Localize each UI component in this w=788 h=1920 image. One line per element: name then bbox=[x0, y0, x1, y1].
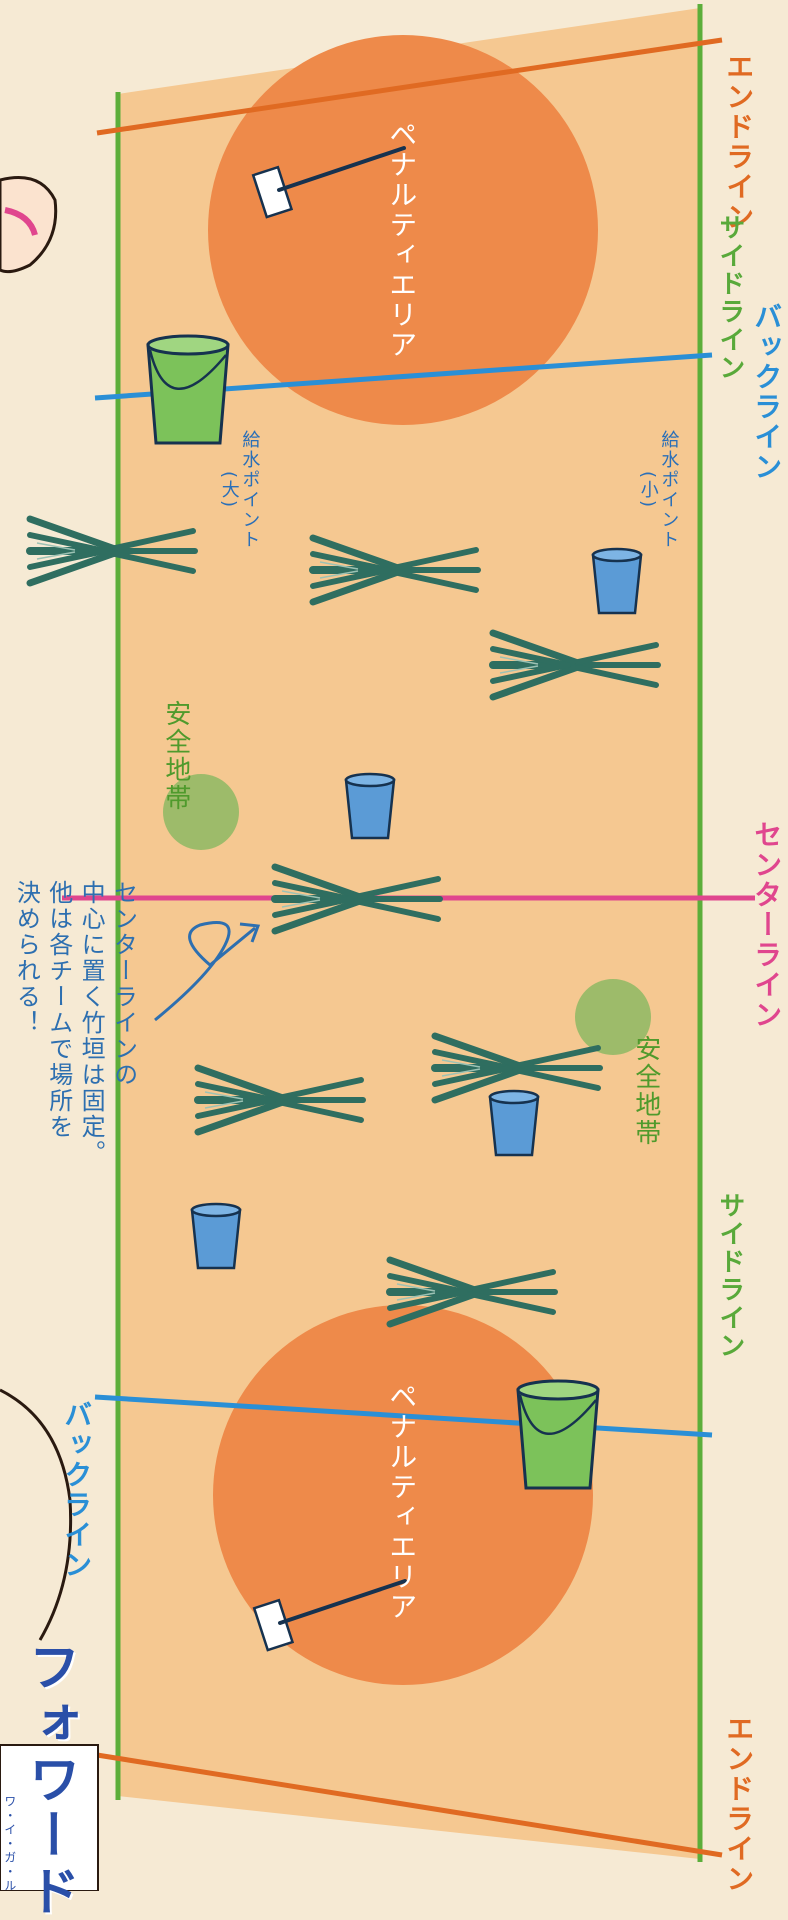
info-box bbox=[0, 1744, 99, 1891]
penalty-area-top bbox=[208, 35, 598, 425]
center-note: センターラインの 中心に置く竹垣は固定。 他は各チームで場所を 決められる！ bbox=[12, 880, 138, 1166]
safe-zone-left bbox=[163, 774, 239, 850]
water-point-small-label: 給水ポイント (小) bbox=[637, 430, 680, 550]
water-point-small-size: (小) bbox=[637, 470, 659, 510]
forward-title: フォワード bbox=[18, 1640, 79, 1920]
safe-zone-label-right: 安全地帯 bbox=[630, 1035, 661, 1147]
back-line-bottom bbox=[94, 1394, 713, 1438]
center-line-label: センターライン bbox=[750, 820, 784, 1030]
end-line-label-bottom: エンドライン bbox=[722, 1714, 756, 1894]
end-line-label-top: エンドライン bbox=[722, 52, 756, 232]
penalty-area-label-top: ペナルティエリア bbox=[385, 120, 419, 360]
large-bucket-icon bbox=[516, 1379, 600, 1490]
side-line-label-top: サイドライン bbox=[714, 214, 745, 382]
back-line-label-bottom: バックライン bbox=[60, 1400, 94, 1580]
back-line-label-top: バックライン bbox=[750, 302, 784, 482]
large-bucket-icon bbox=[146, 334, 230, 445]
safe-zone-right bbox=[575, 979, 651, 1055]
penalty-area-label-bottom: ペナルティエリア bbox=[385, 1382, 419, 1622]
penalty-area-bottom bbox=[213, 1305, 593, 1685]
water-point-large-text: 給水ポイント bbox=[239, 430, 261, 550]
end-line-bottom bbox=[96, 1752, 723, 1858]
water-point-small-text: 給水ポイント bbox=[658, 430, 680, 550]
small-bucket-icon bbox=[344, 772, 396, 840]
side-line-label-bottom: サイドライン bbox=[714, 1192, 745, 1360]
end-line-top bbox=[96, 37, 723, 136]
small-bucket-icon bbox=[591, 547, 643, 615]
small-bucket-icon bbox=[190, 1202, 242, 1270]
small-bucket-icon bbox=[488, 1089, 540, 1157]
footer-text: ワ・イ・ガ・ル bbox=[2, 1795, 17, 1893]
water-point-large-label: 給水ポイント (大) bbox=[218, 430, 261, 550]
arrow-icon bbox=[154, 921, 256, 1022]
safe-zone-label-left: 安全地帯 bbox=[160, 700, 191, 812]
water-point-large-size: (大) bbox=[218, 470, 240, 510]
